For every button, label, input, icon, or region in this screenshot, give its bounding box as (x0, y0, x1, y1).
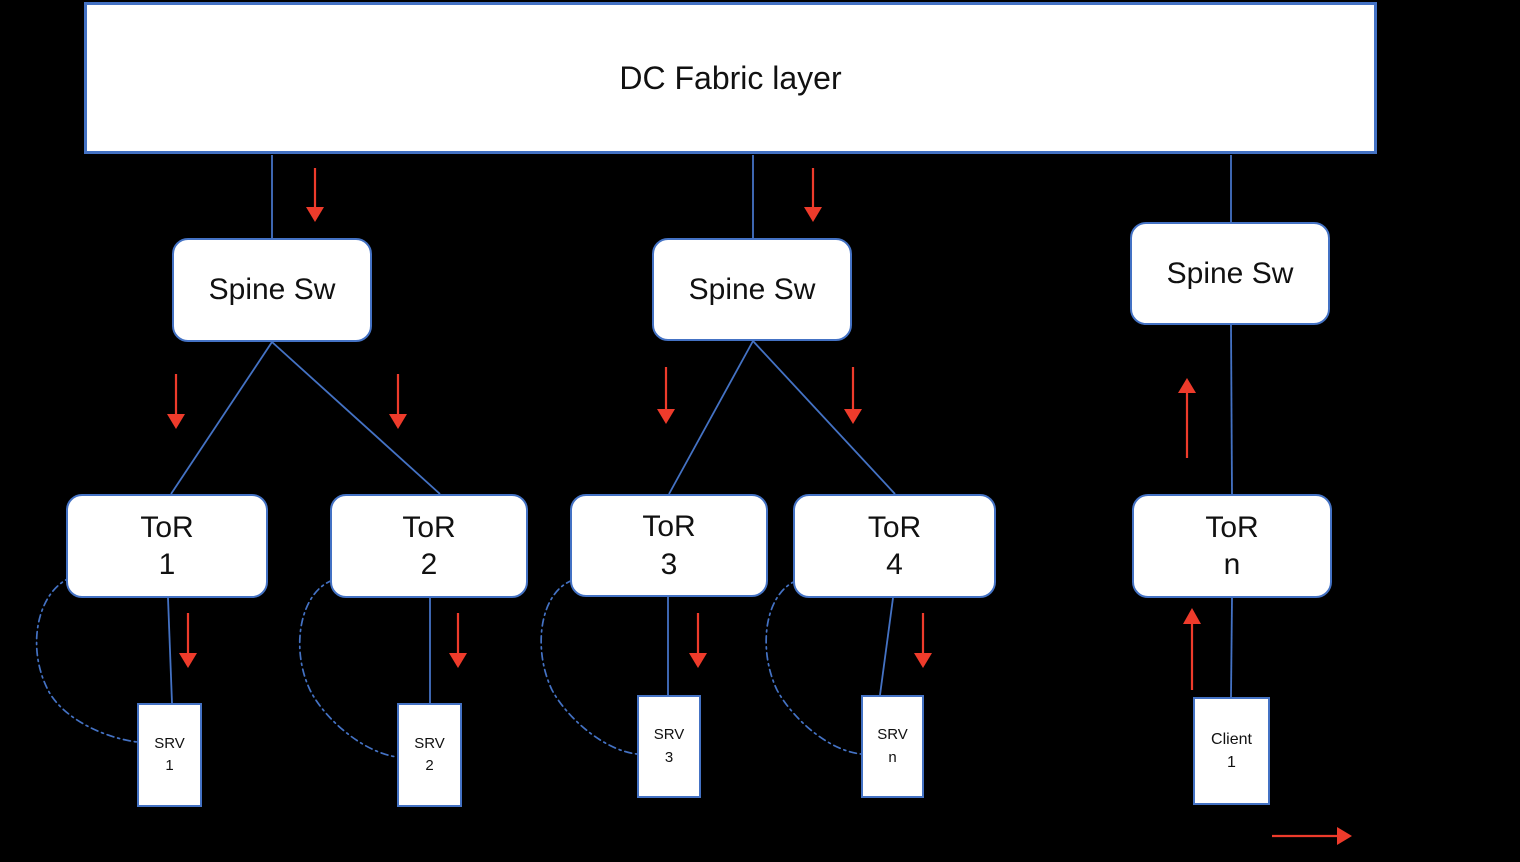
link-spine2-tor4 (752, 340, 896, 495)
loopback-curves (35, 576, 862, 758)
tor-switch-n: ToR n (1132, 494, 1332, 598)
arrowhead-spine1-tor2 (389, 414, 407, 429)
tor-switch-3: ToR 3 (570, 494, 768, 597)
server-3-title: SRV (653, 726, 685, 743)
spine-switch-3: Spine Sw (1130, 222, 1330, 325)
arrowhead-client-torn (1183, 608, 1201, 624)
server-2: SRV 2 (397, 703, 462, 807)
loop-curve-tor1-srv1 (35, 576, 138, 743)
client-1: Client 1 (1193, 697, 1270, 805)
tor-switch-4-title: ToR (867, 510, 922, 544)
spine-switch-1: Spine Sw (172, 238, 372, 342)
arrowhead-torn-spine3 (1178, 378, 1196, 393)
arrowhead-fabric-spine2 (804, 207, 822, 222)
tor-switch-4: ToR 4 (793, 494, 996, 598)
link-tor4-srvn (879, 597, 894, 696)
server-2-title: SRV (414, 734, 445, 752)
tor-switch-3-id: 3 (660, 547, 678, 581)
arrowhead-spine2-tor3 (657, 409, 675, 424)
arrowhead-spine2-tor4 (844, 409, 862, 424)
tor-switch-1: ToR 1 (66, 494, 268, 598)
arrowhead-tor3-srv3 (689, 653, 707, 668)
arrowhead-tor2-srv2 (449, 653, 467, 668)
link-spine1-tor1 (170, 341, 273, 495)
server-3: SRV 3 (637, 695, 701, 798)
client-1-title: Client (1211, 730, 1252, 748)
server-n-title: SRV (877, 726, 908, 743)
link-spine3-torn (1230, 324, 1233, 495)
link-tor1-srv1 (167, 597, 173, 704)
flow-arrows (167, 168, 1352, 845)
tor-switch-n-title: ToR (1205, 510, 1259, 544)
tor-switch-2-id: 2 (420, 548, 438, 581)
loop-curve-tor3-srv3 (540, 579, 638, 755)
tor-switch-1-title: ToR (140, 510, 194, 544)
connector-lines (167, 155, 1233, 704)
server-1: SRV 1 (137, 703, 202, 807)
tor-switch-2-title: ToR (402, 510, 456, 544)
tor-switch-4-id: 4 (886, 548, 903, 581)
loop-curve-tor4-srvn (765, 579, 862, 755)
link-spine2-tor3 (668, 340, 754, 495)
arrowhead-tor4-srvn (914, 653, 932, 668)
arrowhead-spine1-tor1 (167, 414, 185, 429)
spine-switch-2: Spine Sw (652, 238, 852, 341)
loop-curve-tor2-srv2 (298, 579, 398, 758)
spine-switch-1-label: Spine Sw (208, 273, 336, 307)
tor-switch-3-title: ToR (642, 510, 696, 543)
spine-switch-3-label: Spine Sw (1166, 256, 1294, 290)
spine-switch-2-label: Spine Sw (688, 272, 816, 306)
server-1-title: SRV (154, 734, 185, 752)
dc-fabric-box: DC Fabric layer (84, 2, 1377, 154)
server-n-id: n (888, 748, 897, 766)
tor-switch-2: ToR 2 (330, 494, 528, 598)
server-3-id: 3 (664, 748, 674, 766)
server-1-id: 1 (165, 757, 174, 774)
arrowhead-right-bottom (1337, 827, 1352, 845)
arrowhead-tor1-srv1 (179, 653, 197, 668)
server-n: SRV n (861, 695, 924, 798)
link-spine1-tor2 (271, 341, 441, 495)
tor-switch-n-id: n (1223, 548, 1241, 581)
client-1-id: 1 (1227, 754, 1236, 771)
link-torn-client (1230, 597, 1233, 698)
arrowhead-fabric-spine1 (306, 207, 324, 222)
dc-fabric-label: DC Fabric layer (619, 59, 842, 96)
tor-switch-1-id: 1 (158, 548, 176, 581)
server-2-id: 2 (425, 757, 434, 774)
